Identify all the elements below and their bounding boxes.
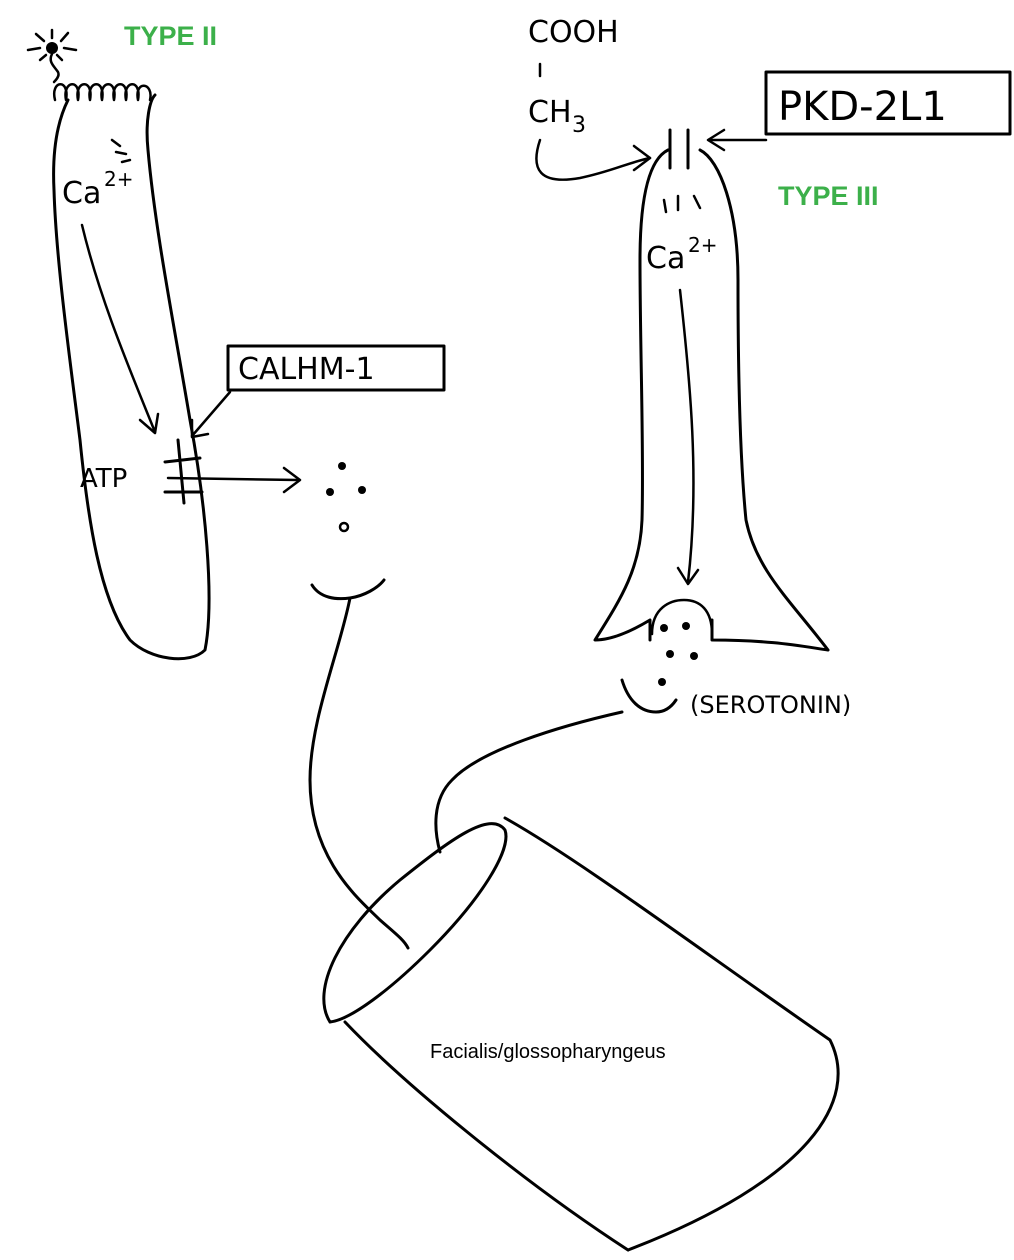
cooh-label: COOH — [528, 15, 619, 50]
serotonin-molecules — [658, 622, 698, 686]
release-marks — [112, 140, 130, 162]
type-iii-cell: COOH CH 3 PKD-2L1 Ca 2+ — [528, 15, 1010, 719]
type-iii-cell-outline — [595, 150, 828, 650]
calhm-arrow — [192, 392, 230, 436]
pkd-2l1-label: PKD-2L1 — [778, 84, 947, 130]
calhm-1-label: CALHM-1 — [238, 352, 375, 387]
ch3-subscript: 3 — [572, 113, 586, 138]
nerve-ending-right — [622, 680, 676, 712]
ca-to-channel-arrow — [82, 225, 155, 432]
ca-label-right: Ca — [646, 241, 685, 276]
stimulus-star-icon — [28, 30, 76, 82]
nerve-bundle-end — [324, 824, 506, 1022]
pkd-channel — [670, 130, 688, 168]
ca-label-left: Ca — [62, 176, 101, 211]
nerve-bundle: Facialis/glossopharyngeus — [324, 818, 838, 1250]
microvilli — [54, 84, 150, 100]
nerve-ending-left — [312, 580, 384, 599]
ca-to-vesicle-arrow — [680, 290, 693, 582]
atp-molecules — [326, 462, 366, 531]
type-iii-label: TYPE III — [778, 181, 879, 211]
atp-release-arrow — [168, 478, 298, 480]
nerve-bundle-body — [345, 818, 838, 1250]
nerve-fiber-left — [310, 598, 408, 948]
nerve-label: Facialis/glossopharyngeus — [430, 1041, 666, 1063]
release-marks-right — [664, 196, 700, 212]
ch3-label: CH — [528, 95, 572, 130]
ca-charge-right: 2+ — [688, 233, 717, 257]
type-ii-label: TYPE II — [124, 21, 217, 51]
atp-label: ATP — [80, 464, 127, 494]
ca-charge-left: 2+ — [104, 167, 133, 191]
type-ii-cell: Ca 2+ CALHM-1 ATP — [28, 30, 444, 659]
serotonin-label: (SEROTONIN) — [690, 691, 851, 719]
